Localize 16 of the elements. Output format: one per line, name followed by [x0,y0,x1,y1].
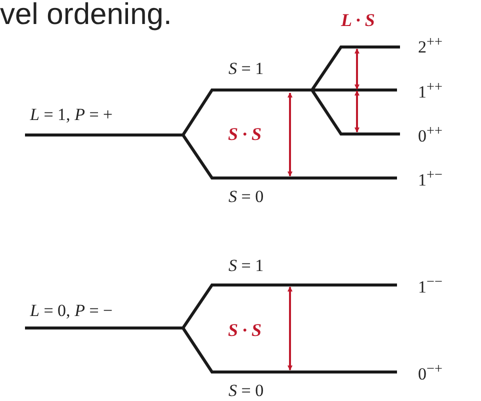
state-label: 2$^{++}$ [418,34,442,56]
spin-label: S = 1 [228,60,264,76]
spin-label: S = 0 [228,188,264,204]
state-label: 1$^{++}$ [418,80,442,100]
level-label: L = 0, P = − [30,302,113,318]
spin-label: S = 1 [228,256,264,274]
state-label: 1$^{+−}$ [418,168,442,188]
spin-label: S = 0 [228,382,264,398]
state-label: 1$^{−−}$ [418,274,442,296]
state-label: 0$^{−+}$ [418,362,442,382]
level-label: L = 1, P = + [30,106,113,122]
state-label: 0$^{++}$ [418,124,442,144]
operator-label: L · S [341,11,375,29]
operator-label: S · S [228,125,262,143]
heading: vel ordening. [0,0,172,30]
operator-label: S · S [228,321,262,339]
